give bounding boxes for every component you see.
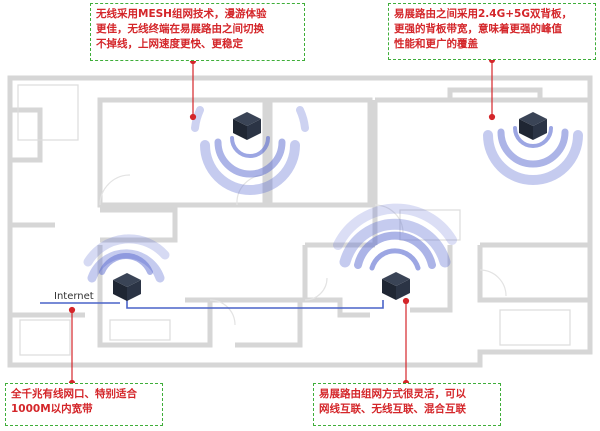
callout-line: 网线互联、无线互联、混合互联 <box>319 403 466 415</box>
internet-label: Internet <box>54 291 94 302</box>
callout-line: 全千兆有线网口、特别适合 <box>11 388 137 400</box>
callout-dual-backhaul: 易展路由之间采用2.4G+5G双背板， 更强的背板带宽，意味着更强的峰值 性能和… <box>388 3 596 60</box>
callout-line: 性能和更广的覆盖 <box>394 38 478 50</box>
router-icon <box>113 273 141 301</box>
network-cable <box>40 300 384 309</box>
router-icon <box>233 112 261 140</box>
router-icon <box>382 272 410 300</box>
callout-line: 1000M以内宽带 <box>11 403 93 415</box>
router-icon <box>519 112 547 140</box>
wifi-signal-icon <box>83 106 583 283</box>
callout-line: 易展路由组网方式很灵活，可以 <box>319 388 466 400</box>
callout-line: 更强的背板带宽，意味着更强的峰值 <box>394 23 562 35</box>
furniture <box>17 84 571 356</box>
floor-plan-walls <box>7 75 593 368</box>
callout-line: 无线采用MESH组网技术，漫游体验 <box>96 8 267 20</box>
callout-line: 更佳，无线终端在易展路由之间切换 <box>96 23 264 35</box>
callout-line: 不掉线，上网速度更快、更稳定 <box>96 38 243 50</box>
callout-flexible-networking: 易展路由组网方式很灵活，可以 网线互联、无线互联、混合互联 <box>313 383 501 426</box>
callout-mesh-roaming: 无线采用MESH组网技术，漫游体验 更佳，无线终端在易展路由之间切换 不掉线，上… <box>90 3 305 61</box>
callout-gigabit-ports: 全千兆有线网口、特别适合 1000M以内宽带 <box>5 383 163 426</box>
callout-line: 易展路由之间采用2.4G+5G双背板， <box>394 8 572 20</box>
